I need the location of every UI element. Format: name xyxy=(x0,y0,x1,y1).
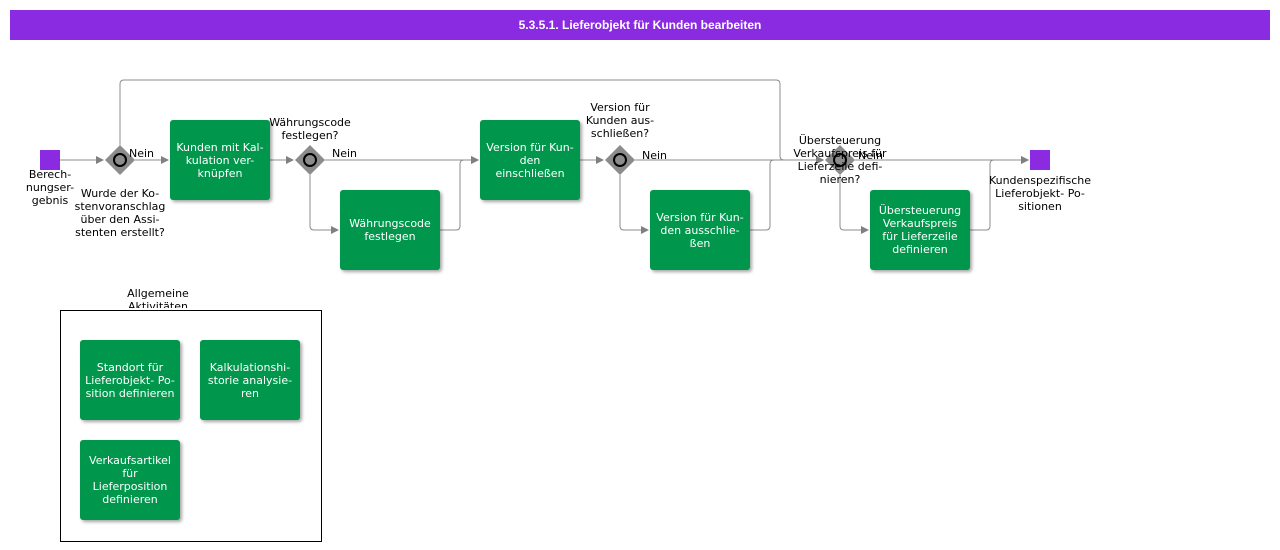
flow-override-to-end xyxy=(970,156,1029,231)
group-label: Allgemeine Aktivitäten xyxy=(127,287,189,308)
gateway-2-no-label: Nein xyxy=(332,147,358,160)
gateway-2-icon[interactable] xyxy=(295,145,325,175)
gateway-4-question: Übersteuerung Verkaufspreis für Lieferze… xyxy=(793,134,887,186)
task-override-price[interactable]: Übersteuerung Verkaufspreis für Lieferze… xyxy=(870,190,970,270)
flow-set-currency-to-include xyxy=(440,156,479,231)
task-include-version[interactable]: Version für Kun- den einschließen xyxy=(480,120,580,200)
task-exclude-version[interactable]: Version für Kun- den ausschlie- ßen xyxy=(650,190,750,270)
gateway-1-question: Wurde der Ko- stenvoranschlag über den A… xyxy=(74,187,166,239)
diagram-title: 5.3.5.1. Lieferobjekt für Kunden bearbei… xyxy=(10,10,1270,40)
gateway-3-icon[interactable] xyxy=(605,145,635,175)
task-analyze-history[interactable]: Kalkulationshi- storie analysie- ren xyxy=(200,340,300,420)
task-link-customer[interactable]: Kunden mit Kal- kulation ver- knüpfen xyxy=(170,120,270,200)
gateway-4-icon[interactable] xyxy=(825,145,855,175)
gateway-1-icon[interactable] xyxy=(105,145,135,175)
group-general-activities xyxy=(60,310,322,542)
flow-g3-to-exclude xyxy=(619,175,649,234)
gateway-3-question: Version für Kunden aus- schließen? xyxy=(585,101,655,140)
gateway-4-no-label: Nein xyxy=(858,149,884,162)
task-define-location[interactable]: Standort für Lieferobjekt- Po- sition de… xyxy=(80,340,180,420)
gateway-1-no-label: Nein xyxy=(129,147,155,160)
end-event[interactable] xyxy=(1030,150,1050,170)
task-set-currency[interactable]: Währungscode festlegen xyxy=(340,190,440,270)
end-event-label: Kundenspezifische Lieferobjekt- Po- siti… xyxy=(988,174,1092,213)
start-event[interactable] xyxy=(40,150,60,170)
flow-g4-to-override xyxy=(839,175,869,234)
gateway-2-question: Währungscode festlegen? xyxy=(269,116,351,142)
flow-exclude-to-g4 xyxy=(750,156,824,231)
flow-g1-bypass xyxy=(119,79,824,164)
flow-g2-to-set-currency xyxy=(309,175,339,234)
gateway-3-no-label: Nein xyxy=(642,149,668,162)
start-event-label: Berech- nungser- gebnis xyxy=(25,168,75,207)
task-define-sales-item[interactable]: Verkaufsartikel für Lieferposition defin… xyxy=(80,440,180,520)
